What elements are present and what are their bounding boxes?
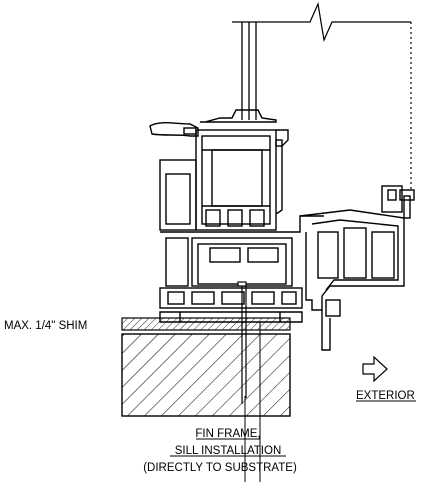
shim [121,317,291,331]
break-line-icon [232,1,411,43]
sash-profile [149,109,289,231]
exterior-label: EXTERIOR [356,390,415,402]
shim-label: MAX. 1/4" SHIM [4,320,87,332]
sill-extension [299,185,415,351]
substrate-block [121,333,291,417]
caption-line-3: (DIRECTLY TO SUBSTRATE) [143,462,297,474]
arrow-right-outline-icon [362,355,388,383]
frame-profile [159,159,324,323]
caption-line-2: SILL INSTALLATION [175,445,282,457]
fastener-screw [237,281,247,404]
glazing [241,22,257,120]
caption-line-1: FIN FRAME, [195,428,260,440]
siding-dotted-line [404,22,412,191]
